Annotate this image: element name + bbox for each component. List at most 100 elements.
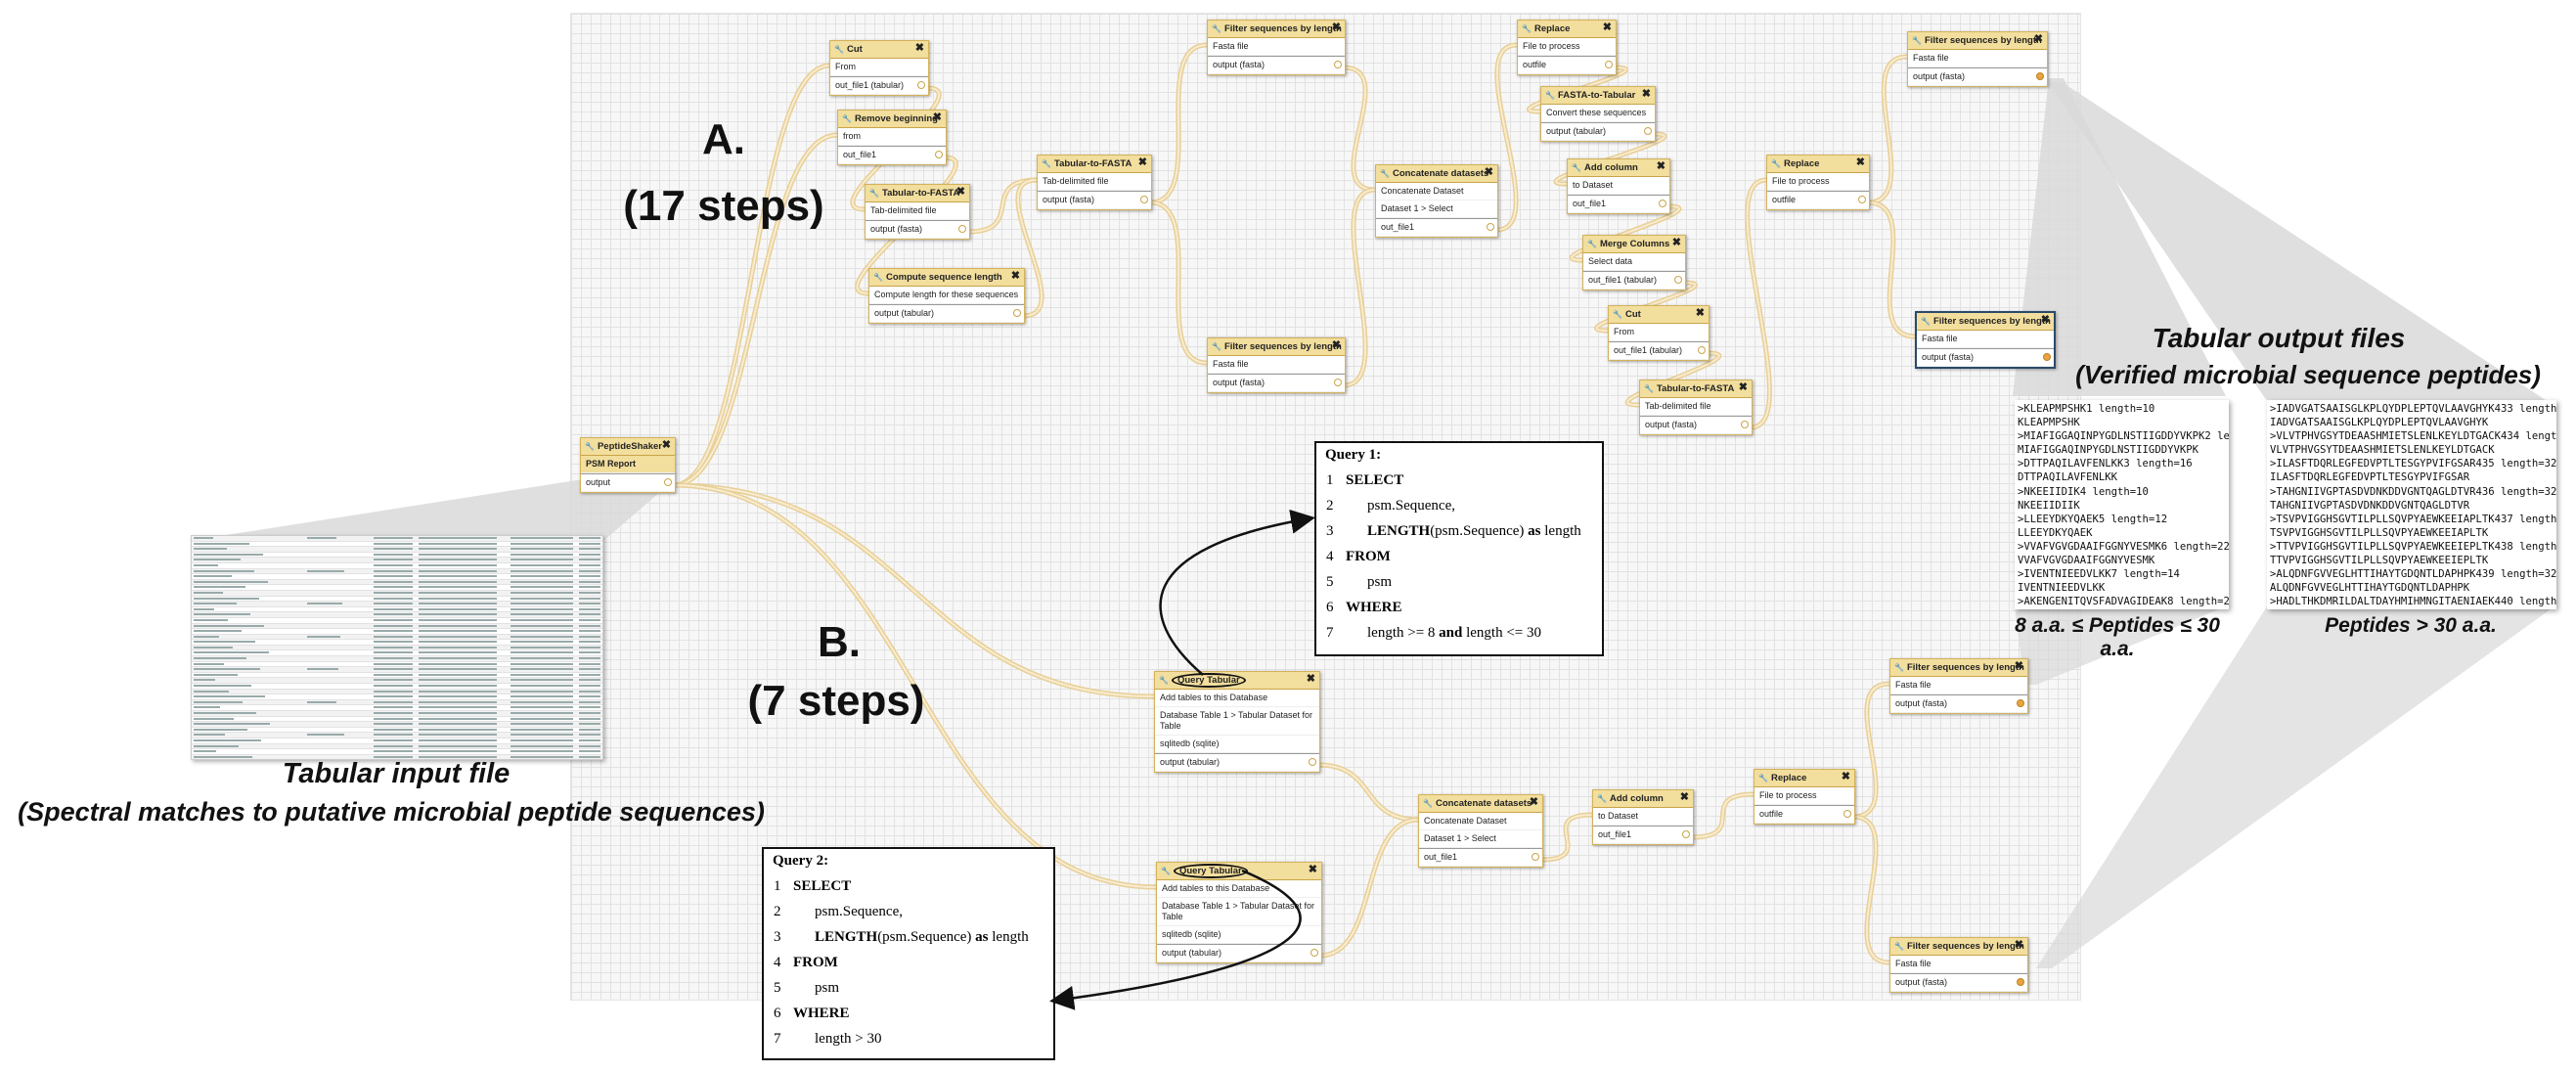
node-input[interactable]: Compute length for these sequences (869, 287, 1024, 304)
close-icon[interactable]: ✖ (1306, 673, 1315, 685)
close-icon[interactable]: ✖ (1679, 791, 1689, 803)
output-terminal-icon[interactable] (2036, 72, 2044, 80)
node-input[interactable]: File to process (1754, 787, 1854, 805)
node-output[interactable]: output (fasta) (1038, 191, 1151, 209)
node-output[interactable]: out_file1 (1568, 195, 1669, 213)
node-output[interactable]: out_file1 (838, 146, 946, 164)
node-input[interactable]: Add tables to this Database (1157, 880, 1321, 898)
node-header[interactable]: 🔧FASTA-to-Tabular✖ (1541, 87, 1655, 105)
node-header[interactable]: 🔧Add column✖ (1593, 790, 1693, 808)
output-terminal-icon[interactable] (1532, 853, 1539, 861)
node-output[interactable]: output (fasta) (1640, 416, 1752, 434)
node-output[interactable]: out_file1 (1376, 218, 1497, 237)
node-input[interactable]: Select data (1583, 253, 1685, 271)
output-terminal-icon[interactable] (935, 151, 943, 158)
node-header[interactable]: 🔧Replace✖ (1518, 21, 1616, 38)
node-input[interactable]: sqlitedb (sqlite) (1157, 926, 1321, 944)
close-icon[interactable]: ✖ (2033, 33, 2043, 45)
close-icon[interactable]: ✖ (914, 42, 924, 54)
output-terminal-icon[interactable] (1659, 200, 1666, 207)
node-input[interactable]: Fasta file (1890, 677, 2027, 694)
output-terminal-icon[interactable] (1140, 196, 1148, 203)
output-terminal-icon[interactable] (1698, 346, 1706, 354)
node-header[interactable]: 🔧Tabular-to-FASTA✖ (1640, 380, 1752, 398)
node-input[interactable]: Database Table 1 > Tabular Dataset for T… (1157, 898, 1321, 926)
close-icon[interactable]: ✖ (1855, 156, 1865, 168)
node-output[interactable]: output (fasta) (1208, 56, 1345, 74)
close-icon[interactable]: ✖ (1641, 88, 1651, 100)
output-terminal-icon[interactable] (1682, 830, 1690, 838)
node-input[interactable]: File to process (1518, 38, 1616, 56)
node-query2[interactable]: 🔧Query Tabular✖Add tables to this Databa… (1156, 862, 1322, 963)
node-input[interactable]: Fasta file (1917, 331, 2054, 348)
node-compute-len[interactable]: 🔧Compute sequence length✖Compute length … (868, 268, 1025, 324)
node-concat1[interactable]: 🔧Concatenate datasets✖Concatenate Datase… (1375, 164, 1498, 238)
close-icon[interactable]: ✖ (1484, 166, 1493, 178)
node-input[interactable]: to Dataset (1593, 808, 1693, 826)
node-input[interactable]: Tab-delimited file (1640, 398, 1752, 416)
node-output[interactable]: out_file1 (tabular) (1609, 341, 1709, 360)
close-icon[interactable]: ✖ (1738, 381, 1748, 393)
node-input[interactable]: From (1609, 324, 1709, 341)
node-output[interactable]: output (fasta) (1908, 67, 2047, 86)
node-header[interactable]: 🔧Replace✖ (1767, 156, 1869, 173)
node-header[interactable]: 🔧Cut✖ (1609, 306, 1709, 324)
node-input[interactable]: from (838, 128, 946, 146)
node-input[interactable]: From (830, 59, 928, 76)
node-output[interactable]: outfile (1754, 805, 1854, 824)
node-input[interactable]: Database Table 1 > Tabular Dataset for T… (1155, 707, 1319, 736)
node-input[interactable]: Fasta file (1890, 956, 2027, 973)
node-header[interactable]: 🔧Replace✖ (1754, 770, 1854, 787)
close-icon[interactable]: ✖ (1331, 339, 1341, 351)
node-output[interactable]: output (tabular) (1157, 944, 1321, 962)
node-header[interactable]: 🔧Compute sequence length✖ (869, 269, 1024, 287)
node-output[interactable]: out_file1 (tabular) (1583, 271, 1685, 290)
output-terminal-icon[interactable] (1605, 61, 1613, 68)
node-header[interactable]: 🔧Filter sequences by length✖ (1890, 938, 2027, 956)
output-terminal-icon[interactable] (1644, 127, 1652, 135)
node-input[interactable]: Fasta file (1208, 356, 1345, 374)
close-icon[interactable]: ✖ (1841, 771, 1850, 782)
output-terminal-icon[interactable] (1741, 421, 1749, 428)
node-output[interactable]: output (tabular) (869, 304, 1024, 323)
node-input[interactable]: Tab-delimited file (866, 202, 969, 220)
node-output[interactable]: output (fasta) (1208, 374, 1345, 392)
output-terminal-icon[interactable] (1310, 949, 1318, 957)
node-query1[interactable]: 🔧Query Tabular✖Add tables to this Databa… (1154, 671, 1320, 773)
node-header[interactable]: 🔧Cut✖ (830, 41, 928, 59)
node-header[interactable]: 🔧Tabular-to-FASTA✖ (866, 185, 969, 202)
node-header[interactable]: 🔧Filter sequences by length✖ (1208, 338, 1345, 356)
output-terminal-icon[interactable] (1334, 61, 1342, 68)
node-header[interactable]: 🔧Filter sequences by length✖ (1908, 32, 2047, 50)
node-output[interactable]: output (fasta) (1890, 694, 2027, 713)
node-input[interactable]: Convert these sequences (1541, 105, 1655, 122)
output-terminal-icon[interactable] (917, 81, 925, 89)
output-terminal-icon[interactable] (664, 478, 672, 486)
output-terminal-icon[interactable] (2017, 699, 2024, 707)
node-input[interactable]: to Dataset (1568, 177, 1669, 195)
close-icon[interactable]: ✖ (2014, 660, 2023, 672)
node-output[interactable]: output (fasta) (866, 220, 969, 239)
node-input[interactable]: sqlitedb (sqlite) (1155, 736, 1319, 753)
node-header[interactable]: 🔧Query Tabular✖ (1155, 672, 1319, 690)
close-icon[interactable]: ✖ (932, 112, 942, 123)
node-input[interactable]: Dataset 1 > Select (1419, 830, 1542, 848)
output-terminal-icon[interactable] (1309, 758, 1316, 766)
close-icon[interactable]: ✖ (1137, 156, 1147, 168)
node-input[interactable]: Fasta file (1908, 50, 2047, 67)
close-icon[interactable]: ✖ (1308, 864, 1317, 875)
node-output[interactable]: output (tabular) (1541, 122, 1655, 141)
node-input[interactable]: Tab-delimited file (1038, 173, 1151, 191)
